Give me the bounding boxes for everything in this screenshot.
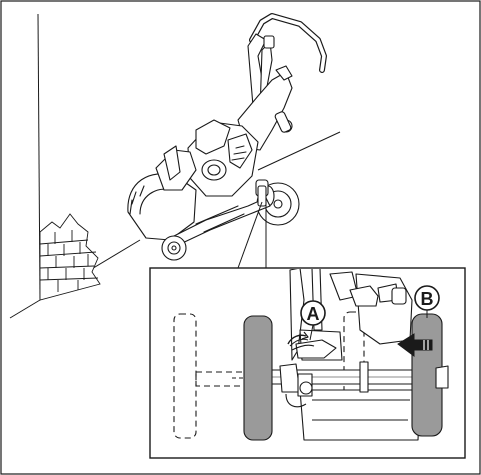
callout-a-label: A [307, 304, 320, 324]
brick-wall-damage [39, 213, 101, 301]
detail-leader-lines [237, 201, 267, 269]
callout-a: A [300, 300, 326, 326]
callout-b: B [414, 285, 440, 311]
callout-b-label: B [421, 289, 434, 309]
arrow-left-icon [397, 333, 433, 357]
dashed-axle-left [195, 371, 247, 387]
detail-inset: A B [149, 267, 466, 459]
floor-saw-machine [127, 13, 327, 261]
rear-wheel-left [243, 315, 273, 441]
